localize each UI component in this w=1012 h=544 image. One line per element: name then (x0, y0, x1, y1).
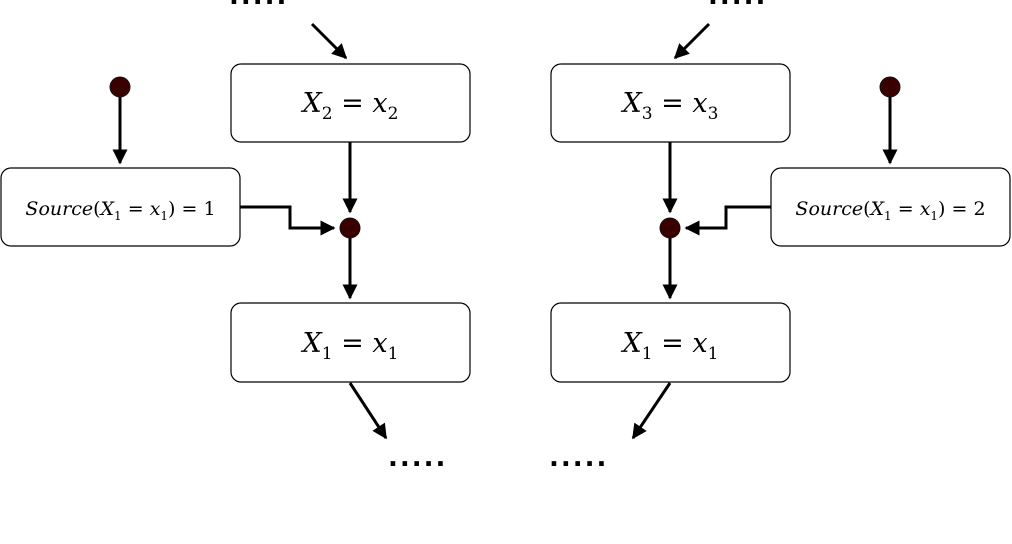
left-bottom-var: X (301, 328, 324, 359)
left-source-var: X (99, 198, 116, 220)
left-top-var-sub: 2 (322, 104, 333, 124)
left-bottom-val: x (372, 328, 387, 359)
left-junction-dot (339, 217, 361, 239)
right-incoming-arrow (673, 22, 711, 60)
left-bottom-val-sub: 1 (388, 344, 399, 364)
ellipsis-bottom-right: ..... (549, 443, 608, 473)
left-top-var: X (301, 88, 324, 119)
right-junction-dot (659, 217, 681, 239)
right-branch: X3 = x3 Source(X1 = x1) = 2 X1 = x1 (550, 22, 1011, 440)
right-bottom-var: X (621, 328, 644, 359)
ellipsis-bottom-left: ..... (388, 443, 447, 473)
right-bottom-val-sub: 1 (708, 344, 719, 364)
left-bottom-eq: = (333, 328, 373, 359)
left-source-to-junction-arrow (240, 205, 336, 236)
right-source-close: ) (938, 198, 945, 220)
left-source-close: ) (168, 198, 175, 220)
right-bottom-var-sub: 1 (642, 344, 653, 364)
left-top-val: x (372, 88, 387, 119)
right-source-fn: Source (795, 198, 863, 220)
right-source-var-sub: 1 (884, 209, 892, 223)
right-source-open: ( (863, 198, 870, 220)
svg-text:Source(X1 = x1) = 2: Source(X1 = x1) = 2 (795, 198, 985, 223)
left-source-var-sub: 1 (114, 209, 122, 223)
right-source-val: x (920, 198, 931, 220)
right-source-eq: = (892, 198, 920, 220)
right-source-node: Source(X1 = x1) = 2 (770, 167, 1011, 247)
right-top-val-sub: 3 (708, 104, 719, 124)
ellipsis-top-right: ..... (708, 0, 767, 11)
left-outgoing-arrow (348, 382, 388, 440)
right-bottom-eq: = (653, 328, 693, 359)
right-source-to-junction-arrow (684, 205, 771, 236)
left-top-eq: = (333, 88, 373, 119)
left-top-node: X2 = x2 (230, 63, 471, 143)
right-source-val-sub: 1 (930, 209, 938, 223)
left-source-node: Source(X1 = x1) = 1 (0, 167, 241, 247)
right-top-val: x (692, 88, 707, 119)
right-bottom-node: X1 = x1 (550, 302, 791, 383)
left-bottom-var-sub: 1 (322, 344, 333, 364)
right-top-eq: = (653, 88, 693, 119)
left-source-root-dot (109, 76, 131, 98)
right-source-var: X (869, 198, 886, 220)
svg-text:X1 = x1: X1 = x1 (621, 328, 719, 364)
right-outgoing-arrow (631, 382, 672, 440)
left-source-rhs: = 1 (175, 198, 215, 220)
ellipsis-top-left: ..... (229, 0, 288, 11)
svg-text:X2 = x2: X2 = x2 (301, 88, 399, 124)
left-source-open: ( (93, 198, 100, 220)
left-branch: X2 = x2 Source(X1 = x1) = 1 X1 = x1 (0, 22, 471, 440)
svg-text:X3 = x3: X3 = x3 (621, 88, 719, 124)
left-incoming-arrow (310, 22, 348, 60)
right-source-rhs: = 2 (945, 198, 985, 220)
left-bottom-node: X1 = x1 (230, 302, 471, 383)
left-source-val-sub: 1 (160, 209, 168, 223)
left-source-fn: Source (25, 198, 93, 220)
left-source-val: x (150, 198, 161, 220)
right-top-node: X3 = x3 (550, 63, 791, 143)
right-bottom-val: x (692, 328, 707, 359)
svg-text:X1 = x1: X1 = x1 (301, 328, 399, 364)
left-source-eq: = (122, 198, 150, 220)
left-top-val-sub: 2 (388, 104, 399, 124)
svg-text:Source(X1 = x1) = 1: Source(X1 = x1) = 1 (25, 198, 215, 223)
right-top-var: X (621, 88, 644, 119)
right-source-root-dot (879, 76, 901, 98)
right-top-var-sub: 3 (642, 104, 653, 124)
